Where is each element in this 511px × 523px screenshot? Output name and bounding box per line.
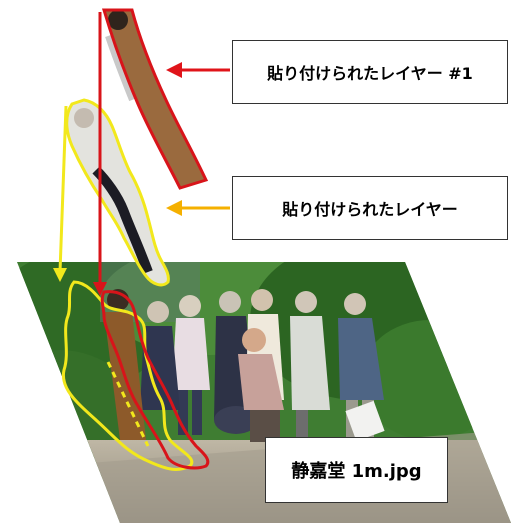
layer-1-outline-in-photo (100, 290, 210, 470)
people (104, 289, 385, 446)
file-name-callout: 静嘉堂 1m.jpg (265, 437, 448, 503)
pasted-layer-label: 貼り付けられたレイヤー (282, 200, 458, 219)
pasted-layer-1-callout: 貼り付けられたレイヤー #1 (232, 40, 508, 104)
pasted-layer-1-label: 貼り付けられたレイヤー #1 (267, 64, 473, 83)
layer-connector (58, 105, 68, 273)
file-name-label: 静嘉堂 1m.jpg (291, 461, 422, 482)
left-arrow-icon (166, 62, 230, 78)
pasted-layer-callout: 貼り付けられたレイヤー (232, 176, 508, 240)
left-arrow-icon (166, 200, 230, 216)
pasted-layer-figure (65, 98, 170, 287)
pasted-layer-1-figure (101, 8, 209, 190)
